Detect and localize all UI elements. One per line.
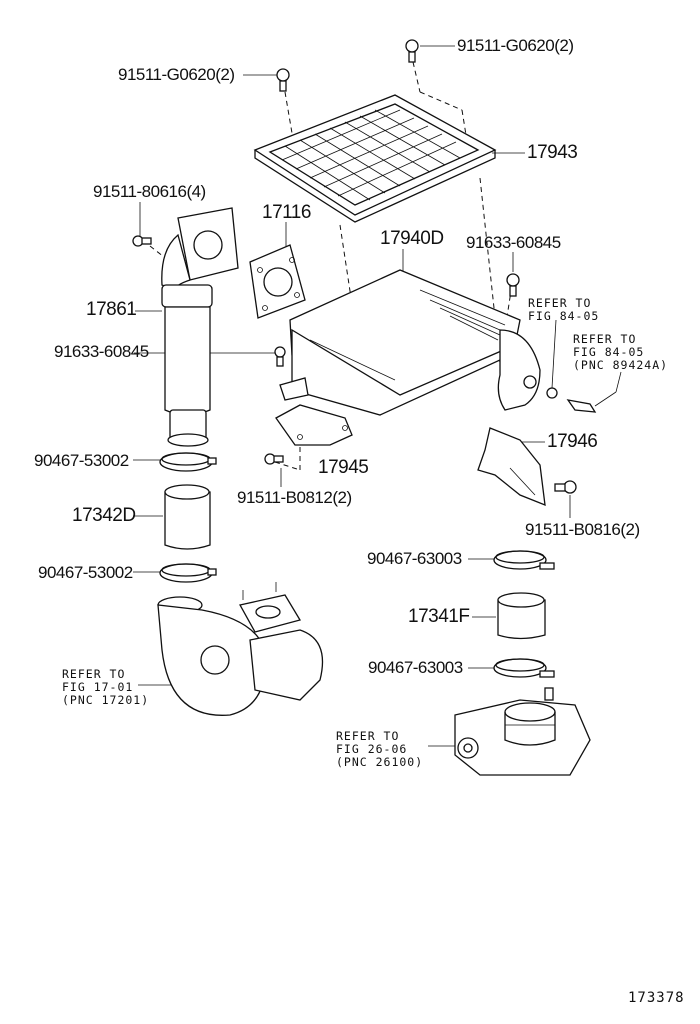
- part-label-gasket[interactable]: 17116: [262, 202, 311, 223]
- part-label-bolt-bracket-right[interactable]: 91511-B0816(2): [525, 520, 640, 539]
- sensor-icon: [566, 399, 597, 413]
- part-label-bolt-top-right[interactable]: 91511-G0620(2): [457, 36, 574, 55]
- part-label-bolt-bracket-left[interactable]: 91511-B0812(2): [237, 488, 352, 507]
- bracket-right-icon: [477, 427, 546, 507]
- bolt-left-icon: [274, 346, 286, 367]
- clamp-left-lower-icon: [159, 563, 217, 583]
- bracket-left-icon: [275, 404, 353, 446]
- bolt-elbow-icon: [132, 235, 152, 247]
- part-label-bolt-left[interactable]: 91633-60845: [54, 342, 149, 361]
- bolt-bracket-left-icon: [264, 453, 284, 465]
- figure-number: 173378: [628, 990, 685, 1006]
- bolt-bracket-right-icon: [554, 480, 577, 494]
- part-label-bolt-right[interactable]: 91633-60845: [466, 233, 561, 252]
- reference-note-fig-17-01[interactable]: REFER TO FIG 17-01 (PNC 17201): [62, 667, 150, 707]
- intake-pipe-icon: [161, 207, 239, 447]
- reference-note-fig-26-06[interactable]: REFER TO FIG 26-06 (PNC 26100): [336, 729, 424, 769]
- reference-note-fig-84-05-pnc-89424a[interactable]: REFER TO FIG 84-05 (PNC 89424A): [573, 332, 669, 372]
- part-label-cover[interactable]: 17943: [527, 142, 578, 163]
- hose-right-icon: [497, 592, 546, 640]
- gasket-icon: [249, 244, 306, 319]
- bolt-right-icon: [506, 273, 520, 297]
- part-label-clamp-left-lower[interactable]: 90467-53002: [38, 563, 133, 582]
- turbocharger-icon: [157, 582, 324, 716]
- part-label-bolt-elbow[interactable]: 91511-80616(4): [93, 182, 206, 201]
- part-label-hose-left[interactable]: 17342D: [72, 505, 136, 526]
- throttle-body-icon: [454, 687, 591, 776]
- clamp-right-lower-icon: [493, 658, 555, 678]
- part-label-clamp-left-upper[interactable]: 90467-53002: [34, 451, 129, 470]
- part-label-bracket-left[interactable]: 17945: [318, 457, 369, 478]
- grommet-icon: [546, 387, 558, 399]
- part-label-clamp-right-lower[interactable]: 90467-63003: [368, 658, 463, 677]
- hose-left-icon: [164, 484, 211, 550]
- clamp-right-upper-icon: [493, 550, 555, 570]
- bolt-top-left-icon: [276, 68, 290, 92]
- part-label-pipe[interactable]: 17861: [86, 299, 137, 320]
- part-label-intercooler[interactable]: 17940D: [380, 228, 444, 249]
- part-label-hose-right[interactable]: 17341F: [408, 606, 470, 627]
- clamp-left-upper-icon: [159, 452, 217, 472]
- intercooler-icon: [279, 269, 541, 416]
- part-label-bracket-right[interactable]: 17946: [547, 431, 598, 452]
- bolt-top-right-icon: [405, 39, 419, 63]
- reference-note-fig-84-05[interactable]: REFER TO FIG 84-05: [528, 296, 600, 323]
- intercooler-cover-icon: [253, 94, 497, 223]
- part-label-bolt-top-left[interactable]: 91511-G0620(2): [118, 65, 235, 84]
- part-label-clamp-right-upper[interactable]: 90467-63003: [367, 549, 462, 568]
